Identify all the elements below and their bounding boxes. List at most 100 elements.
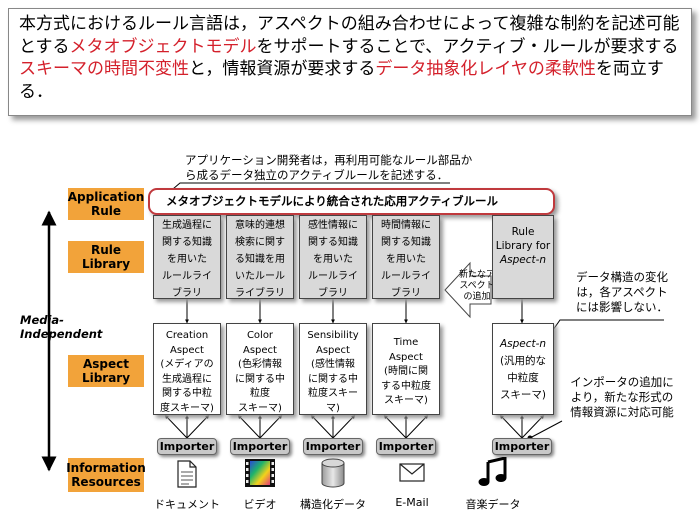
database-icon: [321, 458, 345, 488]
callout-line: は，各アスペクト: [576, 285, 668, 299]
library-line: を用いた: [167, 254, 207, 265]
media-independent-label: Media-Independent: [20, 313, 103, 341]
aspect-line: 生成過程に: [162, 373, 212, 385]
library-line: 検索に関す: [235, 237, 285, 248]
library-line: 関する知識: [308, 237, 358, 248]
callout-line: スペクト: [459, 281, 495, 291]
aspect-creation: Creation Aspect (メディアの 生成過程に 関する中粒 度スキーマ…: [153, 323, 221, 415]
application-rule-bar: メタオブジェクトモデルにより統合された応用アクティブルール: [148, 188, 555, 215]
layer-label-line: Library: [81, 371, 131, 385]
resource-label-structured-data: 構造化データ: [300, 498, 366, 511]
aspect-line: 度スキーマ): [160, 402, 214, 414]
aspect-line: Time: [393, 337, 419, 348]
document-icon: [177, 460, 197, 488]
aspect-line: Color: [246, 330, 274, 341]
layer-label-line: Application: [67, 190, 145, 204]
layer-label-line: Rule: [90, 243, 122, 257]
summary-text-4: を両立する．: [19, 59, 664, 102]
aspect-line: (色彩情報: [238, 359, 282, 370]
aspect-line: (汎用的な: [499, 355, 547, 367]
aspect-line: スキーマ): [499, 389, 547, 401]
library-line: 関する知識: [381, 237, 431, 248]
rule-library-creation: 生成過程に 関する知識 を用いた ルールライ ブラリ: [153, 215, 221, 299]
callout-line: アプリケーション開発者は，再利用可能なルール部品か: [185, 153, 473, 167]
library-line: ブラリ: [172, 288, 202, 299]
importer-music: Importer: [492, 438, 552, 455]
aspect-line: スキーマ): [384, 395, 428, 406]
video-icon: [245, 459, 275, 487]
layer-information-resources: Information Resources: [66, 458, 146, 492]
aspect-line: マ): [326, 402, 340, 414]
callout-line: 新たなア: [458, 270, 495, 280]
layer-label-line: Rule: [90, 204, 122, 218]
library-line: 意味的連想: [235, 220, 285, 231]
aspect-line: (メディアの: [160, 359, 214, 370]
importer-document: Importer: [157, 438, 217, 455]
summary-text-1: 本方式におけるルール言語は，アスペクトの組み合わせによって複雑な制約を記述可能と…: [19, 14, 680, 57]
aspect-line: する中粒度: [381, 380, 431, 392]
rule-library-aspect-n: Rule Library for Aspect-n: [492, 215, 554, 299]
resource-label-email: E-Mail: [395, 496, 429, 509]
library-line: 関する知識: [162, 237, 212, 248]
resource-label-document: ドキュメント: [154, 498, 220, 511]
callout-line: インポータの追加に: [570, 375, 674, 389]
aspect-line: に関する中: [308, 373, 358, 385]
layer-label-line: Aspect: [82, 357, 129, 371]
layer-application-rule: Application Rule: [68, 188, 144, 220]
aspect-line: (感性情報: [311, 359, 355, 370]
library-line: ルールライ: [308, 271, 358, 282]
aspect-line: 中粒度: [507, 372, 539, 384]
layer-aspect-library: Aspect Library: [68, 355, 144, 387]
aspect-line: Aspect: [316, 344, 350, 356]
new-aspect-arrow-label: 新たなア スペクト の追加: [458, 270, 496, 303]
importer-email: Importer: [376, 438, 436, 455]
layer-label-line: Resources: [71, 475, 141, 489]
callout-schema-change: データ構造の変化 は，各アスペクト には影響しない．: [566, 270, 678, 315]
callout-line: より，新たな形式の: [570, 390, 674, 404]
library-line: 感性情報に: [308, 220, 358, 231]
callout-line: ら成るデータ独立のアクティブルールを記述する．: [185, 168, 449, 182]
envelope-icon: [399, 463, 425, 482]
callout-line: の追加: [463, 292, 491, 302]
callout-line: 情報資源に対応可能: [570, 405, 674, 419]
aspect-time: Time Aspect (時間に関 する中粒度 スキーマ): [372, 323, 440, 415]
aspect-line: Aspect: [170, 344, 204, 356]
library-line: Library for: [495, 240, 551, 252]
aspect-line: 関する中粒: [162, 388, 212, 399]
library-line: ブラリ: [391, 288, 421, 299]
resource-label-music: 音楽データ: [465, 498, 521, 511]
music-note-icon: [478, 457, 507, 486]
aspect-line: 粒度スキー: [308, 388, 358, 399]
aspect-line: に関する中: [235, 373, 285, 385]
callout-line: には影響しない．: [576, 300, 668, 314]
library-line: 時間情報に: [381, 220, 431, 231]
importer-structured-data: Importer: [303, 438, 363, 455]
aspect-line: Creation: [165, 330, 209, 341]
layer-label-line: Library: [81, 257, 131, 271]
rule-library-color: 意味的連想 検索に関す る知識を用 いたルール ライブラリ: [226, 215, 294, 299]
aspect-line: Aspect: [389, 351, 423, 363]
aspect-line: Aspect: [243, 344, 277, 356]
layer-label-line: Information: [66, 461, 146, 475]
library-line: ルールライ: [162, 271, 212, 282]
aspect-line: スキーマ): [238, 402, 282, 414]
summary-highlight-metaobject: メタオブジェクトモデル: [69, 36, 257, 57]
library-line: ブラリ: [318, 288, 348, 299]
importer-video: Importer: [230, 438, 290, 455]
summary-text-3: と，情報資源が要求する: [189, 59, 376, 79]
library-line: ライブラリ: [235, 288, 285, 299]
summary-text-2: をサポートすることで、アクティブ・ルールが要求する: [256, 36, 679, 57]
library-line: 生成過程に: [162, 220, 212, 231]
library-line: ルールライ: [381, 271, 431, 282]
aspect-line: Sensibility: [307, 330, 359, 341]
rule-library-sensibility: 感性情報に 関する知識 を用いた ルールライ ブラリ: [299, 215, 367, 299]
summary-highlight-schema: スキーマの時間不変性: [19, 59, 189, 79]
callout-importer-addition: インポータの追加に より，新たな形式の 情報資源に対応可能: [563, 375, 681, 420]
callout-application-developer: アプリケーション開発者は，再利用可能なルール部品か ら成るデータ独立のアクティブ…: [185, 153, 472, 183]
summary-highlight-abstraction: データ抽象化レイヤの柔軟性: [375, 59, 596, 79]
callout-line: データ構造の変化: [576, 270, 668, 284]
aspect-line: 粒度: [250, 388, 270, 399]
aspect-sensibility: Sensibility Aspect (感性情報 に関する中 粒度スキー マ): [299, 323, 367, 415]
aspect-n: Aspect-n (汎用的な 中粒度 スキーマ): [492, 323, 554, 415]
library-line: Aspect-n: [499, 254, 547, 266]
